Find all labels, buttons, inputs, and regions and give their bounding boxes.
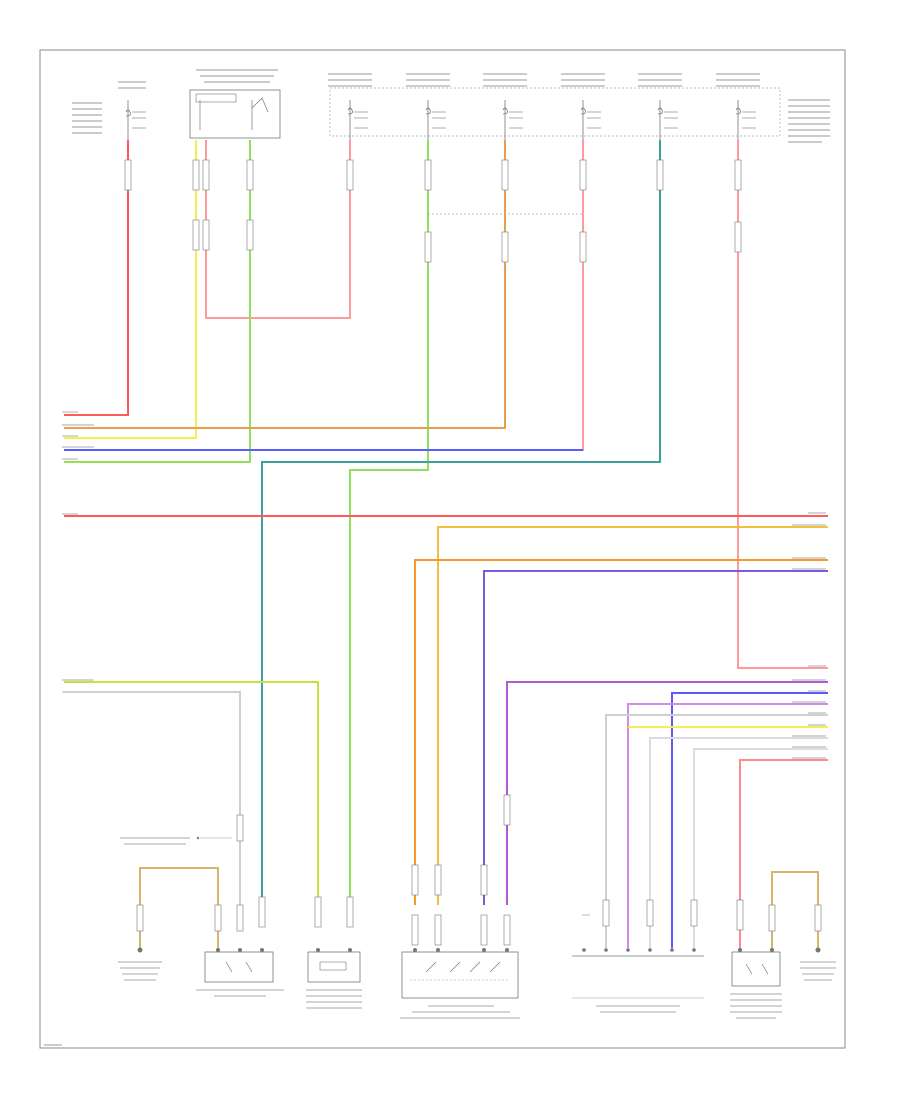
wire-white-4	[693, 748, 828, 948]
fuse-1	[118, 81, 146, 140]
wire-blue-2	[671, 692, 828, 948]
wires-upper	[64, 140, 828, 905]
wire-teal-1	[261, 140, 661, 905]
wire-green-2	[349, 140, 429, 905]
fuse-5	[561, 73, 605, 140]
inline-connectors-upper	[124, 159, 742, 263]
diagram-frame	[39, 49, 846, 1049]
fuse-right-label	[788, 99, 830, 143]
fuse-left-label	[68, 98, 106, 138]
fuse-3	[406, 73, 450, 140]
wire-white-3	[649, 737, 828, 948]
wire-violet-2	[627, 703, 828, 948]
wire-orange-2	[414, 559, 828, 905]
ground-right	[800, 947, 836, 981]
wire-white-2	[605, 714, 828, 948]
right-bus-labels	[792, 512, 826, 759]
switch-box-2	[306, 948, 362, 1009]
fuse-group-box	[329, 87, 781, 137]
wire-pink-3	[739, 759, 828, 950]
top-components	[68, 69, 830, 143]
wire-violet-blue	[483, 570, 828, 905]
switch-box-4	[730, 948, 782, 1019]
switch-box-1	[196, 948, 284, 997]
wire-yellow-orange	[437, 526, 828, 905]
ground-left	[118, 947, 162, 981]
wire-red-1	[64, 140, 129, 416]
left-bus-labels	[62, 411, 94, 693]
wire-pink-2	[737, 140, 828, 669]
inline-connectors-lower	[136, 794, 822, 946]
wire-tan-right	[771, 871, 819, 950]
wire-violet-1	[506, 681, 828, 905]
wire-yellow-green	[64, 681, 319, 905]
wire-white-1	[64, 691, 241, 905]
splice-label-left	[120, 836, 232, 845]
switch-box-3	[400, 948, 520, 1019]
fuse-2	[328, 73, 372, 140]
wire-red-loop	[205, 140, 351, 319]
relay-box	[189, 69, 281, 139]
wires-lower	[64, 515, 828, 950]
fuse-4	[483, 73, 527, 140]
bottom-components	[118, 914, 836, 1019]
wire-green-1	[64, 140, 251, 463]
fuse-6	[638, 73, 682, 140]
fuse-7	[716, 73, 760, 140]
wire-tan-left	[139, 867, 219, 950]
connector-block	[572, 914, 704, 1013]
